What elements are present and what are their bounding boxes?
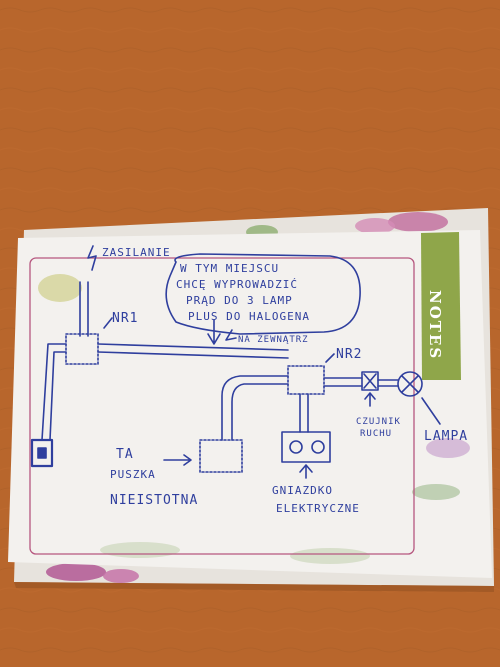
supply-cable xyxy=(79,281,89,337)
arrow-note: NA ZEWNĄTRZ xyxy=(238,335,309,345)
flower-decoration xyxy=(426,438,470,458)
speech-line: W TYM MIEJSCU xyxy=(180,262,279,275)
dead-box-label-line: TA xyxy=(116,447,134,462)
speech-line: CHCĘ WYPROWADZIĆ xyxy=(176,278,298,291)
flower-decoration xyxy=(46,563,106,581)
speech-line: PLUS DO HALOGENA xyxy=(188,310,310,323)
leaf-decoration xyxy=(38,274,82,302)
notes-side-tab xyxy=(421,232,461,380)
cable-nr1-nr2 xyxy=(97,343,289,359)
wall-switch-toggle xyxy=(37,447,47,459)
leaf-decoration xyxy=(412,484,460,500)
lightning-icon xyxy=(87,245,97,271)
cable-to-socket xyxy=(299,393,309,433)
leaf-decoration xyxy=(100,542,180,558)
sensor-label-line: CZUJNIK xyxy=(356,417,401,427)
box2-label: NR2 xyxy=(336,347,362,362)
lamp-arrow xyxy=(421,397,441,425)
cable-to-lamp xyxy=(377,379,399,387)
sensor-arrow xyxy=(364,392,376,407)
cable-to-sensor xyxy=(323,377,363,387)
cable-to-dead-box xyxy=(221,375,289,441)
junction-box-nr2 xyxy=(287,365,325,395)
lamp-cross xyxy=(401,375,419,393)
paper-stack-shadow xyxy=(14,582,494,592)
dead-box-label-line: NIEISTOTNA xyxy=(110,493,198,508)
flower-decoration xyxy=(388,212,448,232)
motion-sensor-cross xyxy=(363,373,377,389)
motion-sensor xyxy=(361,371,379,391)
dead-junction-box xyxy=(199,439,243,473)
callout-arrow xyxy=(225,329,237,341)
socket-label-line: GNIAZDKO xyxy=(272,484,333,497)
sensor-label-line: RUCHU xyxy=(360,429,392,439)
dead-box-arrow xyxy=(163,454,192,466)
socket-outlet xyxy=(311,440,325,454)
supply-label: ZASILANIE xyxy=(102,246,171,259)
speech-line: PRĄD DO 3 LAMP xyxy=(186,294,293,307)
leaf-decoration xyxy=(290,548,370,564)
note-frame xyxy=(29,257,415,555)
socket-label-line: ELEKTRYCZNE xyxy=(276,502,360,515)
electrical-socket xyxy=(281,431,331,463)
socket-arrow xyxy=(299,464,313,479)
cable-to-switch xyxy=(41,343,67,441)
notes-side-label: NOTES xyxy=(426,290,444,360)
wall-switch xyxy=(30,438,54,468)
paper-sheet xyxy=(8,230,492,578)
junction-box-nr1 xyxy=(65,333,99,365)
box1-label: NR1 xyxy=(112,311,138,326)
flower-decoration xyxy=(103,569,139,583)
speech-bubble xyxy=(165,253,361,335)
socket-outlet xyxy=(289,440,303,454)
lamp-label: LAMPA xyxy=(424,429,468,444)
dead-box-label-line: PUSZKA xyxy=(110,468,156,481)
box-label-arrow xyxy=(325,353,335,363)
lamp-symbol xyxy=(397,371,423,397)
box-label-arrow xyxy=(103,317,113,329)
flower-decoration xyxy=(355,218,395,234)
